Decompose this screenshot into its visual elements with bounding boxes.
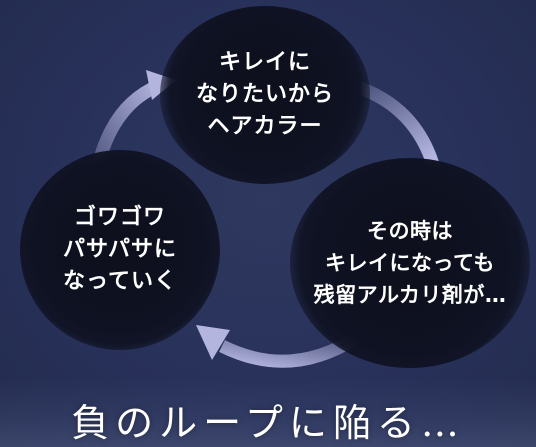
node-right-text: その時は キレイになっても 残留アルカリ剤が… bbox=[313, 219, 507, 307]
arrowhead-left bbox=[196, 325, 230, 360]
bottom-mist bbox=[0, 377, 536, 447]
node-top: キレイに なりたいから ヘアカラー bbox=[160, 6, 370, 184]
node-top-text: キレイに なりたいから ヘアカラー bbox=[195, 50, 334, 139]
caption: 負のループに陥る… bbox=[71, 401, 465, 445]
node-left: ゴワゴワ パサパサに なっていく bbox=[20, 150, 220, 350]
node-left-text: ゴワゴワ パサパサに なっていく bbox=[62, 205, 178, 294]
node-right: その時は キレイになっても 残留アルカリ剤が… bbox=[290, 158, 530, 368]
